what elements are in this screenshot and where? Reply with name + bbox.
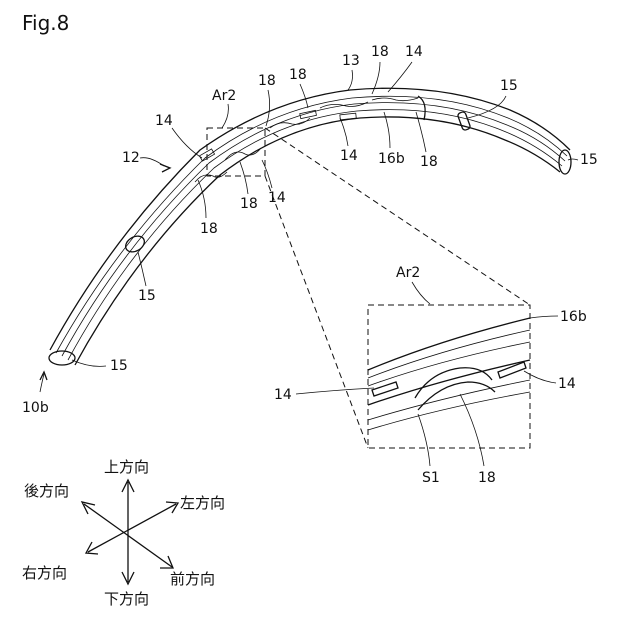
figure-title: Fig.8 (22, 11, 69, 35)
leader-14-b (388, 62, 412, 92)
label-15-right-end: 15 (580, 152, 598, 168)
label-14-d: 14 (268, 190, 286, 206)
leader-13 (348, 70, 353, 90)
leader-18-b (300, 84, 308, 108)
arrow-left-dir-icon (166, 502, 178, 513)
label-18-detail: 18 (478, 470, 496, 486)
direction-front-label: 前方向 (170, 570, 215, 588)
direction-right-label: 右方向 (22, 564, 67, 582)
leader-14-a (172, 128, 202, 158)
label-ar2-main: Ar2 (212, 88, 236, 104)
label-14-detail-left: 14 (274, 387, 292, 403)
leader-14-d (262, 160, 272, 188)
label-14-b: 14 (405, 44, 423, 60)
direction-down-label: 下方向 (104, 590, 149, 608)
label-18-f: 18 (200, 221, 218, 237)
label-18-a: 18 (258, 73, 276, 89)
curved-frame-body (49, 88, 571, 365)
label-18-b: 18 (289, 67, 307, 83)
leader-16b-detail (530, 316, 558, 318)
leader-18-f (198, 180, 206, 218)
label-13: 13 (342, 53, 360, 69)
label-s1: S1 (422, 470, 440, 486)
direction-up-label: 上方向 (104, 458, 149, 476)
leader-ar2-detail (412, 282, 430, 304)
label-18-c: 18 (371, 44, 389, 60)
leader-ar2-main (222, 104, 228, 128)
label-18-d: 18 (420, 154, 438, 170)
leader-18-e (240, 162, 248, 194)
label-14-detail-right: 14 (558, 376, 576, 392)
leader-15-right-end (568, 159, 578, 160)
label-15-mid: 15 (138, 288, 156, 304)
direction-left-label: 左方向 (180, 494, 225, 512)
label-16b-main: 16b (378, 151, 405, 167)
leader-s1 (418, 414, 430, 466)
label-14-c: 14 (340, 148, 358, 164)
label-12: 12 (122, 150, 140, 166)
label-14-a: 14 (155, 113, 173, 129)
detail-view-ar2 (368, 305, 530, 448)
leader-14-detail-right (524, 371, 556, 383)
direction-compass: 上方向 下方向 左方向 右方向 前方向 後方向 (22, 458, 225, 608)
label-16b-detail: 16b (560, 309, 587, 325)
label-18-e: 18 (240, 196, 258, 212)
label-ar2-detail: Ar2 (396, 265, 420, 281)
arrowhead-12 (160, 164, 170, 172)
leader-14-detail-left (296, 388, 374, 394)
leader-18-c (372, 62, 380, 94)
leader-14-c (340, 118, 348, 146)
label-15-left-end: 15 (110, 358, 128, 374)
label-15-right-top: 15 (500, 78, 518, 94)
label-10b: 10b (22, 400, 49, 416)
direction-back-label: 後方向 (24, 482, 69, 500)
